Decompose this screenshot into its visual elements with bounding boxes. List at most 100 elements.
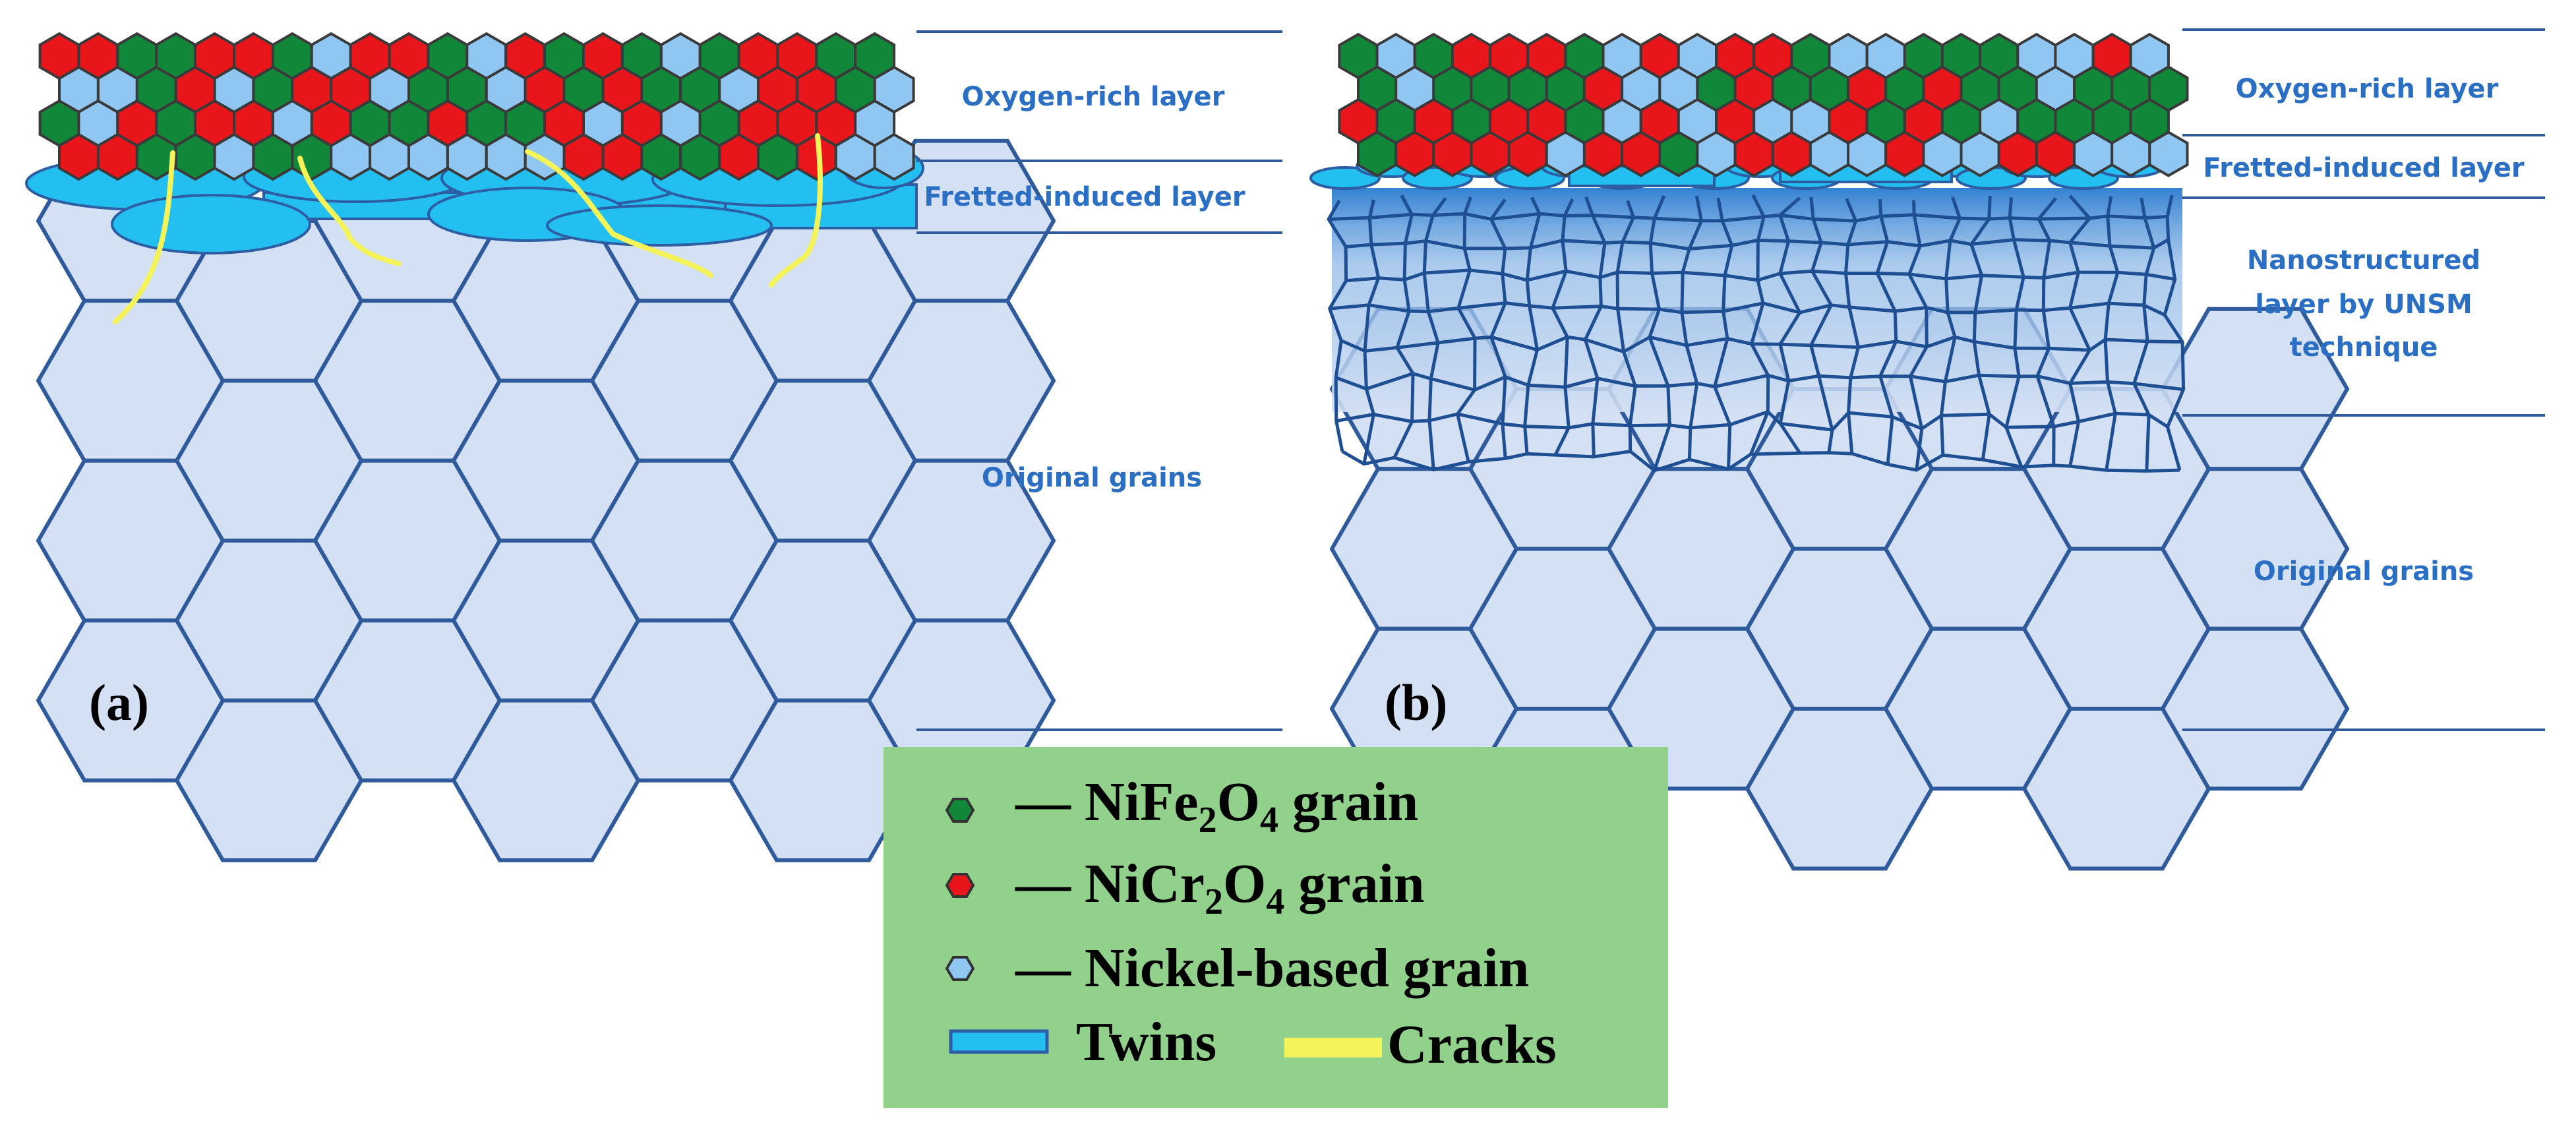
nickel-grain bbox=[330, 133, 372, 181]
nano-grain-boundary bbox=[1809, 196, 1834, 454]
legend-twins-text: Twins bbox=[1076, 1011, 1216, 1073]
nano-grain-boundary bbox=[1939, 196, 1962, 456]
nano-grain-boundary bbox=[2132, 197, 2156, 471]
nickel-grain bbox=[1847, 131, 1888, 177]
legend-nife2o4-sub2: 4 bbox=[1260, 800, 1278, 841]
original-grains-label-a: Original grains bbox=[982, 463, 1202, 493]
nickel-grain bbox=[1960, 131, 2000, 177]
nickel-grain bbox=[1696, 131, 1737, 177]
crack-line bbox=[297, 156, 402, 266]
nano-grain-boundary bbox=[1551, 198, 1574, 456]
legend-item-twins: Twins bbox=[949, 1011, 1216, 1073]
legend-nicr2o4-sub2: 4 bbox=[1266, 881, 1284, 922]
original-grains-label-b: Original grains bbox=[2254, 556, 2474, 587]
nicr2o4-grain bbox=[1884, 131, 1925, 177]
legend-nicr2o4-sub1: 2 bbox=[1205, 881, 1223, 922]
blue-hexagon-icon bbox=[945, 956, 975, 981]
nicr2o4-grain bbox=[1470, 131, 1511, 177]
oxide-layer-b bbox=[1338, 32, 2189, 177]
nano-grain-boundary bbox=[1393, 194, 1415, 459]
panel-a: Oxygen-rich layer Fretted-induced layer … bbox=[25, 30, 1282, 862]
legend-nife2o4-suffix: grain bbox=[1278, 771, 1418, 833]
nickel-grain bbox=[2148, 131, 2189, 177]
nicr2o4-grain bbox=[1432, 131, 1473, 177]
nanostructured-grain-boundaries-b bbox=[1327, 194, 2186, 473]
nickel-grain bbox=[834, 133, 876, 181]
nife2o4-grain bbox=[757, 133, 798, 181]
legend: — NiFe2O4 grain — NiCr2O4 grain — Nickel… bbox=[884, 747, 1668, 1108]
nickel-grain bbox=[407, 133, 449, 181]
original-grains-a bbox=[36, 138, 1056, 862]
nano-grain-boundary bbox=[1456, 196, 1477, 463]
nickel-grain bbox=[873, 133, 915, 181]
fretted-induced-layer-label-a: Fretted-induced layer bbox=[924, 182, 1245, 212]
nickel-grain bbox=[485, 133, 527, 181]
panel-b: Oxygen-rich layer Fretted-induced layer … bbox=[1309, 28, 2545, 871]
nife2o4-grain bbox=[1357, 131, 1398, 177]
nano-grain-boundary bbox=[2068, 194, 2091, 467]
cracks-a bbox=[113, 133, 823, 324]
nano-grain-boundary bbox=[1778, 196, 1802, 454]
nano-grain-boundary bbox=[1583, 196, 1607, 457]
oxide-layer-a bbox=[38, 32, 915, 181]
nickel-grain bbox=[1545, 131, 1586, 177]
nickel-grain bbox=[213, 133, 255, 181]
legend-item-cracks: Cracks bbox=[1284, 1014, 1557, 1075]
legend-nife2o4-sub1: 2 bbox=[1199, 800, 1217, 841]
grain-hexagon bbox=[2160, 626, 2350, 791]
nano-grain-boundary bbox=[2163, 194, 2186, 471]
nicr2o4-grain bbox=[562, 133, 605, 181]
nanostructured-label-line3: technique bbox=[2290, 332, 2438, 363]
red-hexagon-icon bbox=[945, 873, 975, 898]
nicr2o4-grain bbox=[601, 133, 644, 181]
nife2o4-grain bbox=[1658, 131, 1699, 177]
fretted-induced-layer-label-b: Fretted-induced layer bbox=[2203, 153, 2525, 183]
nife2o4-grain bbox=[679, 133, 721, 181]
nicr2o4-grain bbox=[1771, 131, 1812, 177]
nickel-grain bbox=[446, 133, 488, 181]
nano-grain-boundary bbox=[2004, 197, 2025, 468]
nickel-grain bbox=[2073, 131, 2114, 177]
legend-nicr2o4-suffix: grain bbox=[1284, 853, 1424, 914]
nicr2o4-grain bbox=[2035, 131, 2076, 177]
oxygen-rich-layer-label-b: Oxygen-rich layer bbox=[2236, 74, 2499, 104]
legend-dash: — bbox=[1015, 771, 1071, 833]
twin-bar-icon bbox=[949, 1029, 1049, 1054]
nano-grain-boundary bbox=[1523, 196, 1542, 454]
nano-grain-boundary bbox=[1749, 194, 1770, 456]
svg-text:— Nickel-based grain: — Nickel-based grain bbox=[1015, 937, 1529, 999]
twin-ellipse bbox=[111, 194, 311, 254]
crack-line bbox=[525, 149, 713, 278]
panel-b-label: (b) bbox=[1385, 674, 1447, 731]
svg-text:— NiCr2O4 grain: — NiCr2O4 grain bbox=[1015, 853, 1425, 922]
legend-nife2o4-mid: O bbox=[1217, 771, 1260, 833]
nanostructured-label-line2: layer by UNSM bbox=[2255, 289, 2472, 320]
legend-dash: — bbox=[1015, 853, 1071, 914]
nicr2o4-grain bbox=[96, 133, 138, 181]
legend-cracks-text: Cracks bbox=[1387, 1014, 1557, 1075]
nano-grain-boundary bbox=[1907, 200, 1929, 471]
nicr2o4-grain bbox=[1582, 131, 1624, 177]
nicr2o4-grain bbox=[1621, 131, 1662, 177]
nano-grain-boundary bbox=[1362, 199, 1381, 465]
crack-bar-icon bbox=[1284, 1038, 1382, 1057]
nanostructured-label-line1: Nanostructured bbox=[2247, 245, 2480, 276]
legend-item-nickel: — Nickel-based grain bbox=[945, 937, 1529, 999]
oxygen-rich-layer-label-a: Oxygen-rich layer bbox=[962, 82, 1225, 112]
nicr2o4-grain bbox=[58, 133, 100, 181]
svg-text:— NiFe2O4 grain: — NiFe2O4 grain bbox=[1015, 771, 1418, 841]
nano-grain-boundary bbox=[1327, 200, 1348, 452]
nano-grain-boundary bbox=[1875, 198, 1898, 465]
nickel-grain bbox=[1922, 131, 1963, 177]
legend-item-nicr2o4: — NiCr2O4 grain bbox=[945, 853, 1425, 922]
nano-grain-boundary bbox=[1680, 195, 1703, 460]
nano-grain-boundary bbox=[1422, 197, 1447, 470]
nife2o4-grain bbox=[252, 133, 294, 181]
legend-nife2o4-prefix: NiFe bbox=[1085, 771, 1199, 833]
nano-grain-boundary bbox=[2035, 197, 2057, 465]
legend-nicr2o4-mid: O bbox=[1223, 853, 1266, 914]
panel-a-label: (a) bbox=[89, 674, 149, 731]
nano-grain-boundary bbox=[2103, 196, 2120, 471]
layer-boundary-lines-a bbox=[916, 30, 1282, 731]
